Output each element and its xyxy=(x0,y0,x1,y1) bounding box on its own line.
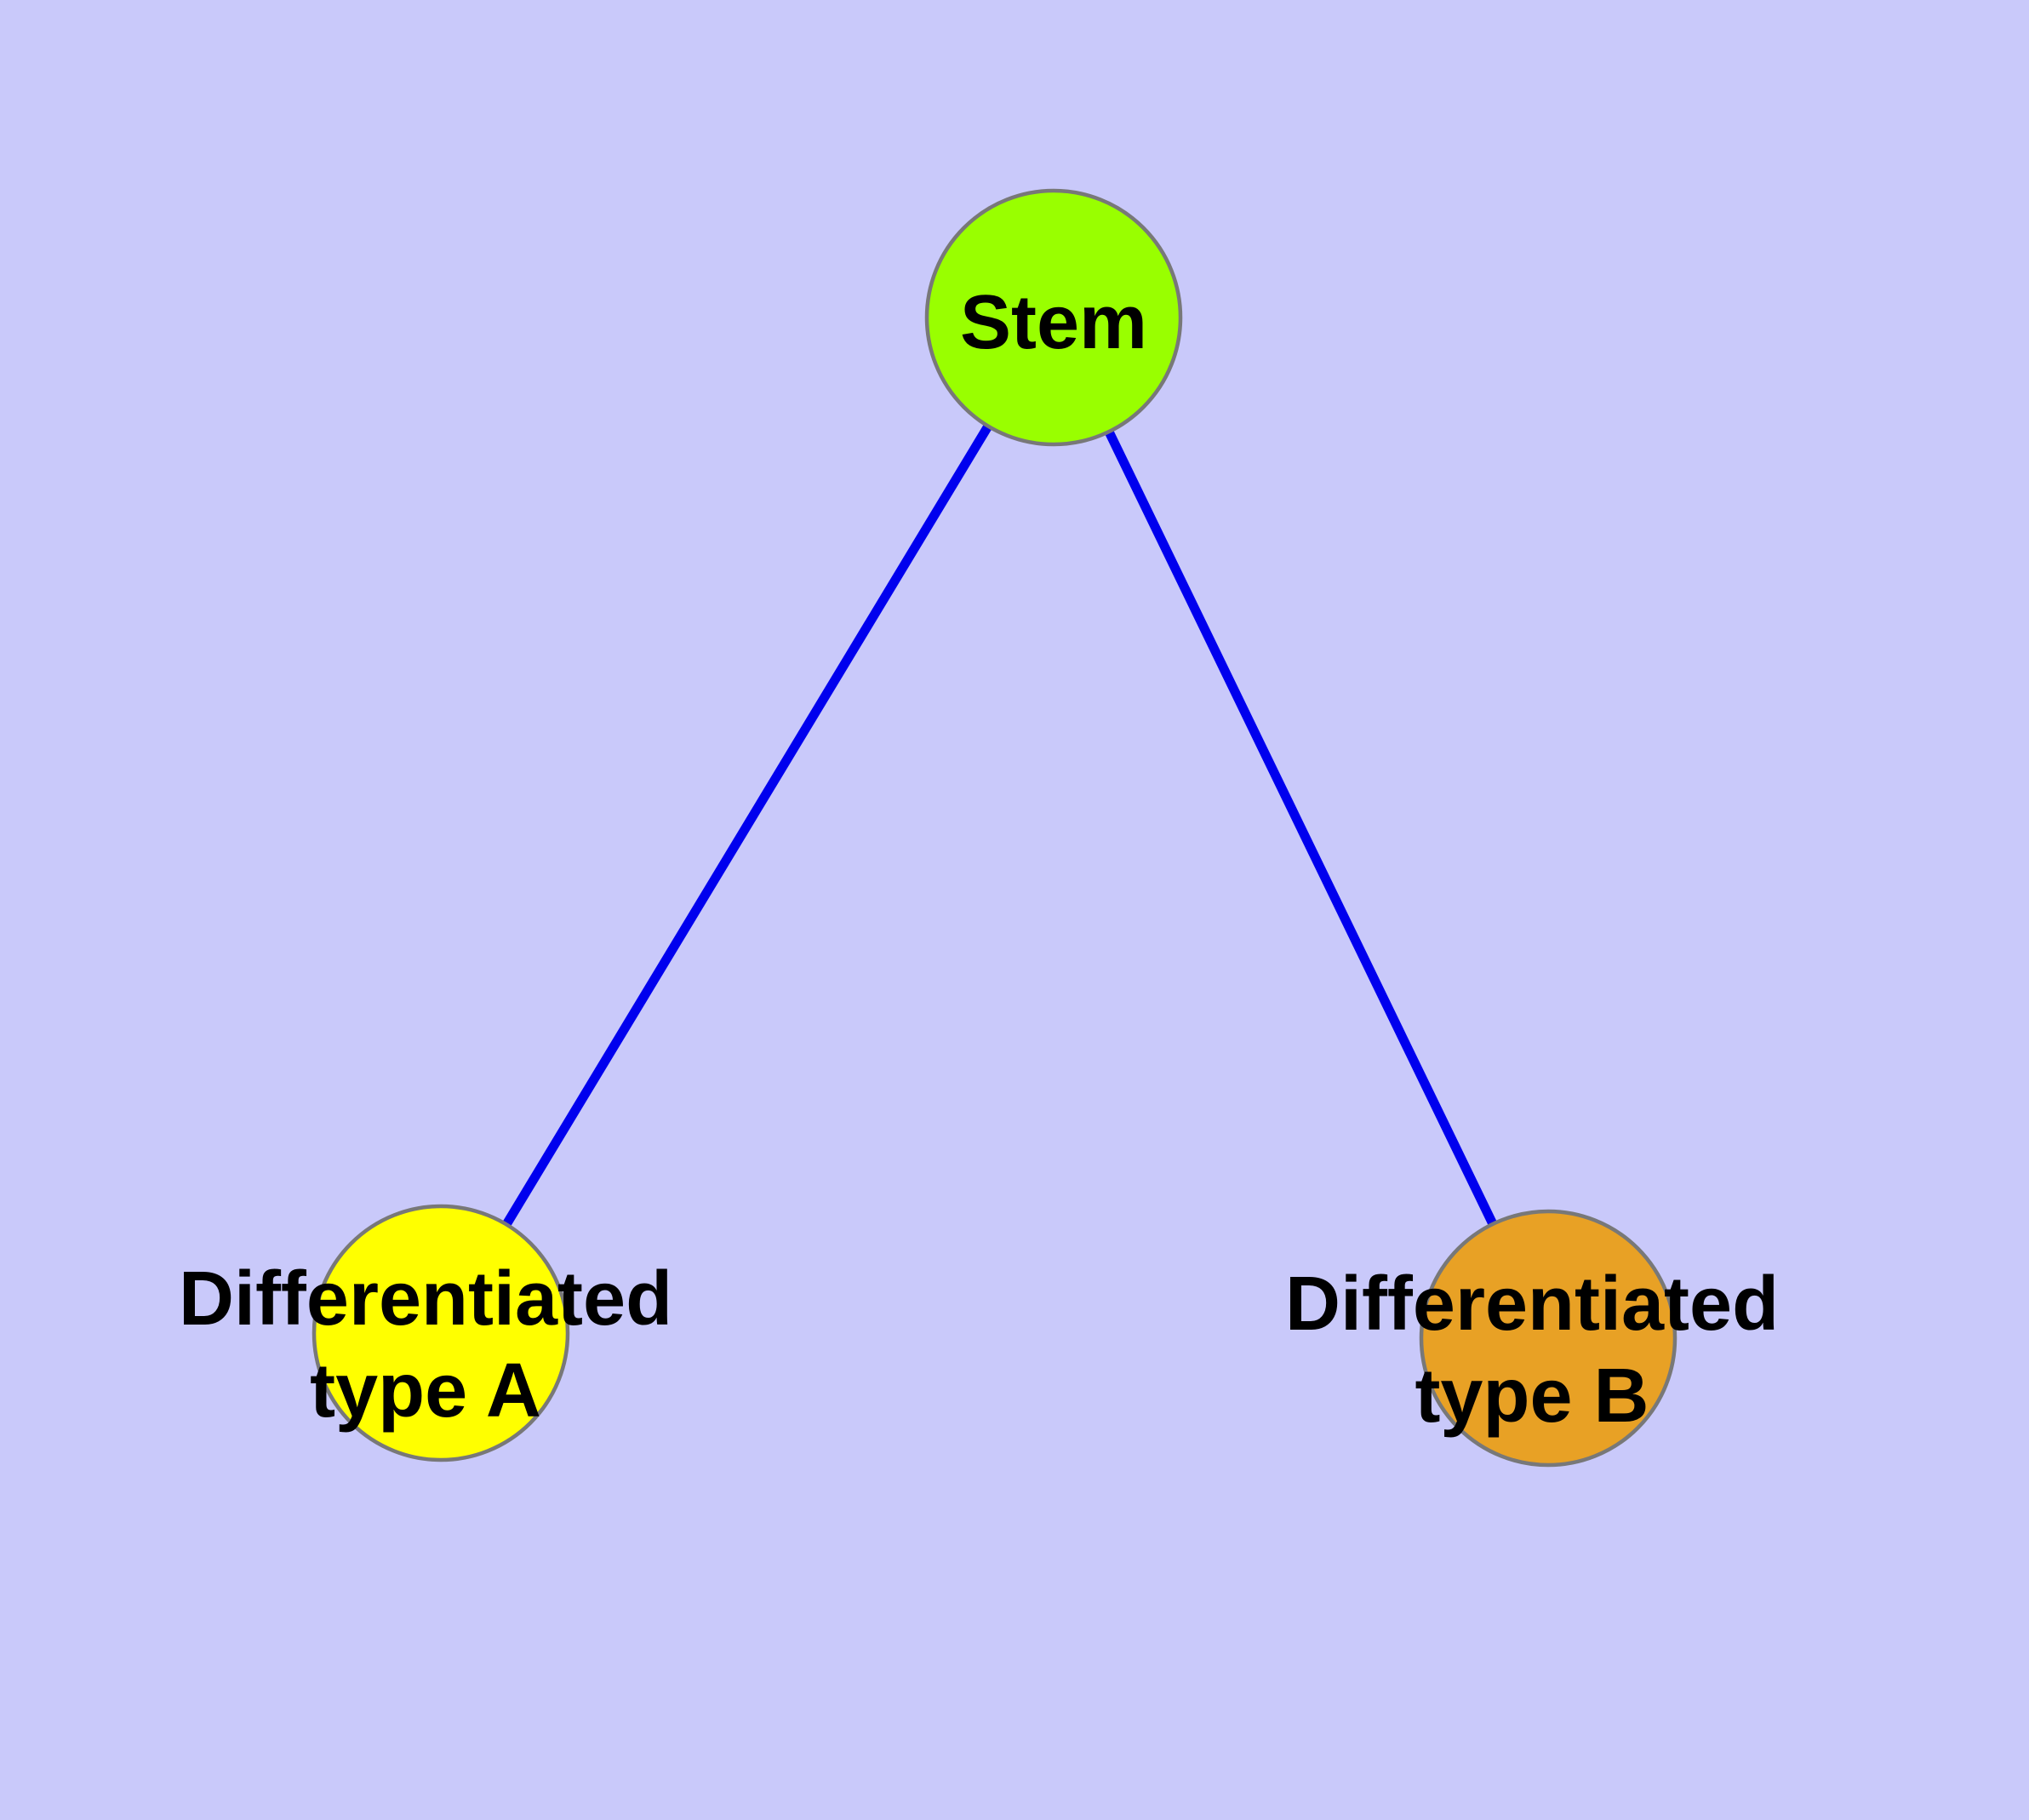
edge-stem-to-type-b xyxy=(1049,315,1552,1341)
node-stem-label: Stem xyxy=(959,280,1148,365)
node-type-b-label: Differentiated type B xyxy=(1284,1262,1780,1439)
node-type-a-circle xyxy=(311,1204,570,1462)
edge-stem-to-type-a xyxy=(437,315,1058,1336)
node-type-b-circle xyxy=(1419,1209,1677,1468)
node-type-a-label: Differentiated type A xyxy=(178,1256,673,1434)
node-stem-circle xyxy=(924,188,1183,447)
